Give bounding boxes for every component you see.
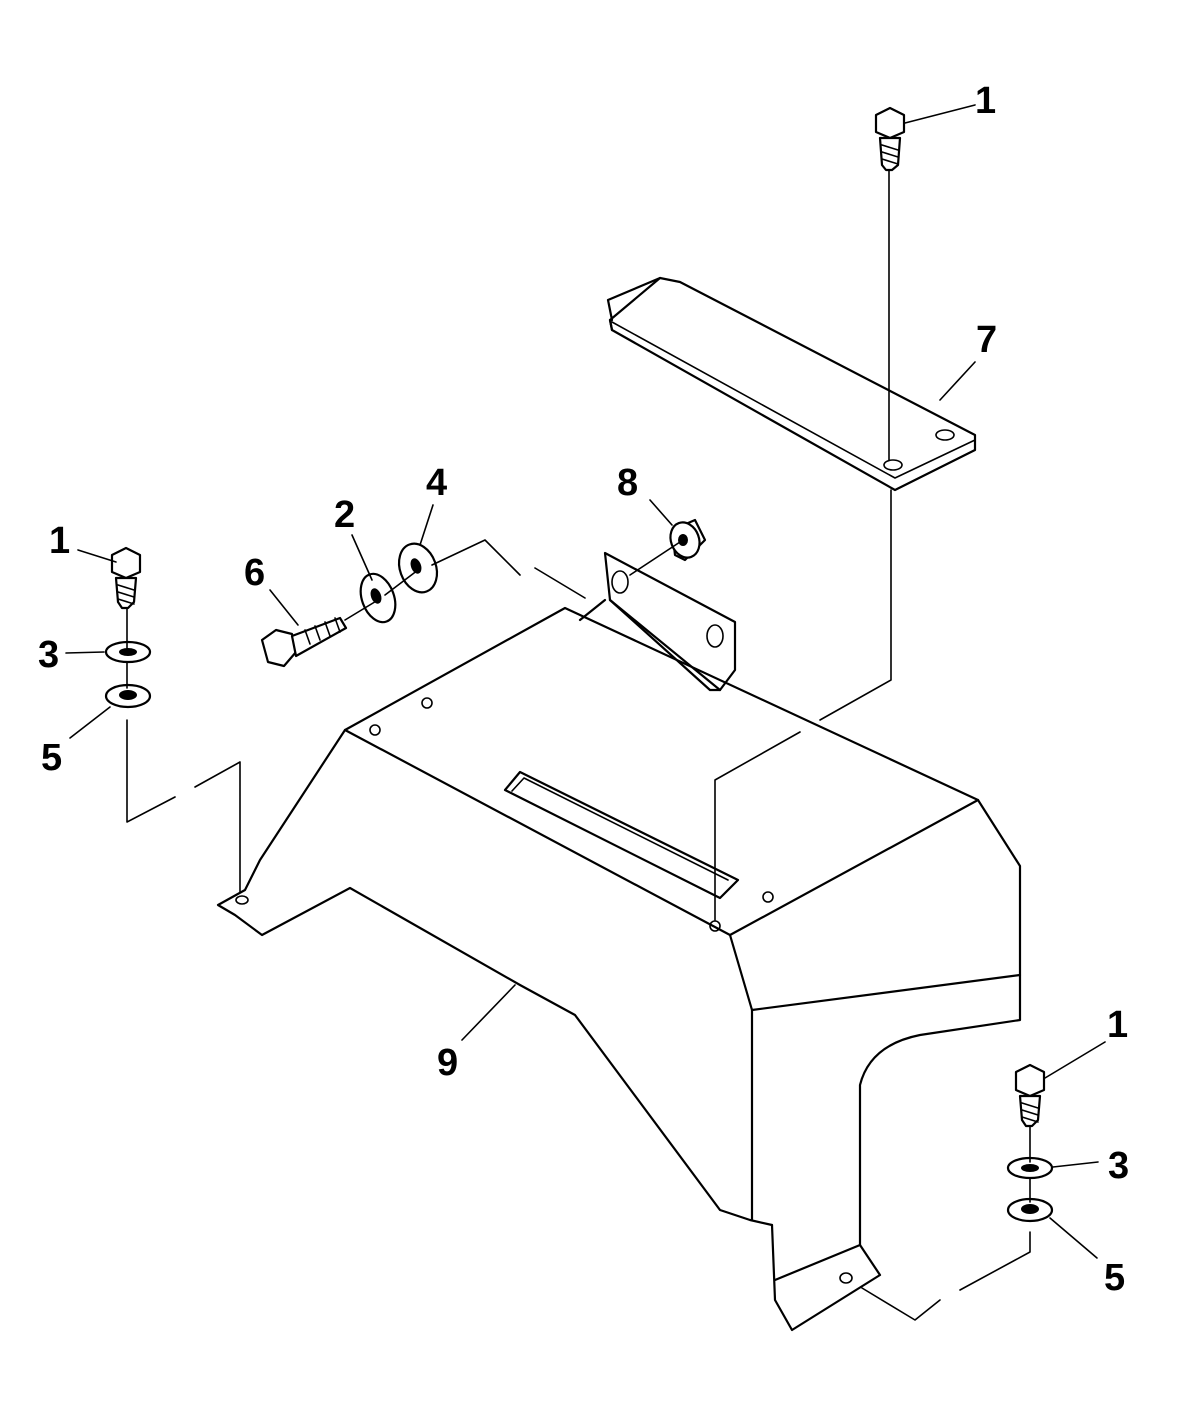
bolt-right [1014,1063,1046,1128]
callout-2: 2 [334,494,355,536]
assembly-lines [126,169,1031,1321]
plate-part-7 [606,276,977,492]
bolt-top [874,106,906,172]
callout-5-right: 5 [1104,1257,1125,1299]
callout-7: 7 [976,319,997,361]
callout-3-left: 3 [38,634,59,676]
spacer-8 [669,518,707,562]
leader-lines [65,104,1106,1259]
bolt-6 [260,616,348,668]
callout-4: 4 [426,462,447,504]
washer-2 [359,572,397,624]
cover-part-9 [216,551,1022,1332]
callout-6: 6 [244,552,265,594]
washer-4 [397,542,439,594]
callout-3-right: 3 [1108,1145,1129,1187]
washers-left [104,640,152,709]
callout-1-right: 1 [1107,1004,1128,1046]
callout-9: 9 [437,1042,458,1084]
callout-1-left: 1 [49,520,70,562]
callout-5-left: 5 [41,737,62,779]
callout-1-top: 1 [975,80,996,122]
bolt-left [110,546,142,610]
callout-8: 8 [617,462,638,504]
